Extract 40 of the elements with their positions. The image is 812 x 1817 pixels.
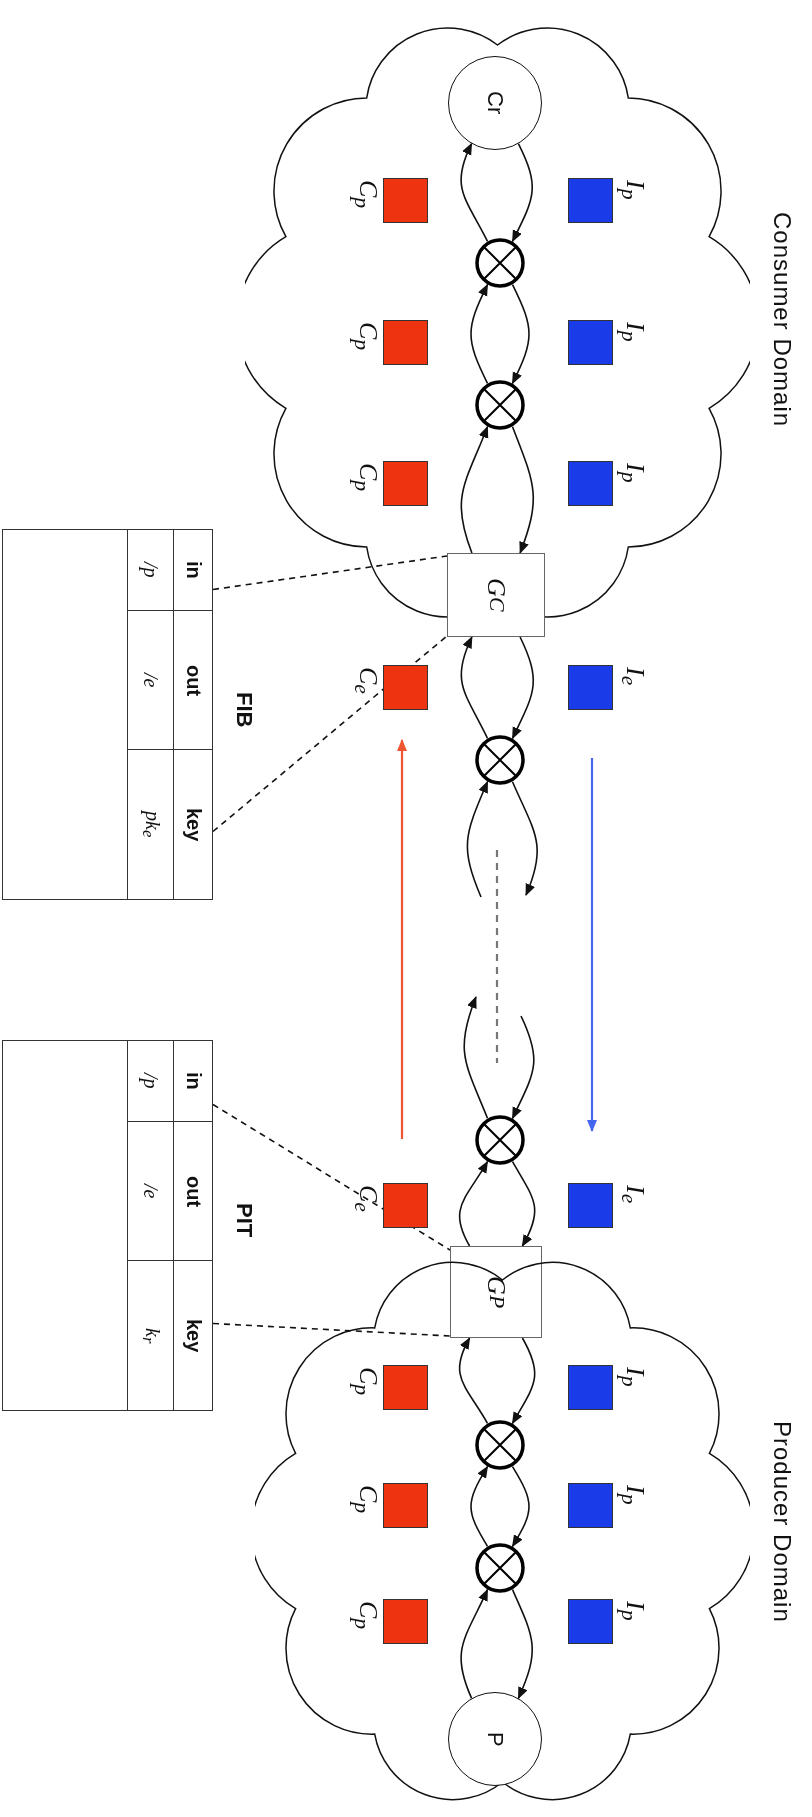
arrow bbox=[511, 1465, 530, 1548]
leader-line bbox=[212, 1103, 451, 1251]
leader-line bbox=[212, 635, 448, 833]
arrow bbox=[511, 283, 530, 385]
node-circle: Cr bbox=[448, 56, 542, 150]
arrow bbox=[511, 1015, 535, 1120]
node-circle: P bbox=[448, 1692, 542, 1786]
arrow bbox=[458, 1337, 489, 1425]
arrow bbox=[470, 1465, 489, 1548]
column-header: in bbox=[173, 529, 213, 611]
arrow bbox=[511, 1160, 536, 1247]
arrow bbox=[458, 1160, 489, 1247]
table-entry: /p bbox=[127, 1040, 174, 1122]
arrow bbox=[511, 780, 538, 896]
arrow bbox=[511, 1588, 533, 1700]
arrow bbox=[463, 996, 489, 1120]
column-header: key bbox=[173, 749, 213, 899]
arrow bbox=[460, 1588, 489, 1700]
column-header: key bbox=[173, 1260, 213, 1410]
arrow bbox=[470, 283, 489, 385]
column-header: in bbox=[173, 1040, 213, 1122]
arrow bbox=[460, 425, 489, 554]
leader-line bbox=[212, 555, 448, 591]
leader-line bbox=[212, 1322, 451, 1337]
arrow bbox=[460, 142, 489, 243]
domain-title: Producer Domain bbox=[768, 1421, 796, 1623]
table-entry: /p bbox=[127, 529, 174, 611]
table-entry: /e bbox=[127, 610, 174, 750]
arrow bbox=[511, 1337, 536, 1425]
domain-title: Consumer Domain bbox=[768, 212, 796, 428]
table-entry: /e bbox=[127, 1121, 174, 1261]
arrow bbox=[511, 142, 533, 243]
arrow bbox=[511, 636, 535, 740]
column-header: out bbox=[173, 1121, 213, 1261]
column-header: out bbox=[173, 610, 213, 750]
table-title: FIB bbox=[231, 692, 257, 728]
arrow bbox=[460, 636, 489, 740]
table-title: PIT bbox=[231, 1203, 257, 1238]
arrow bbox=[511, 425, 535, 554]
arrow bbox=[466, 780, 489, 898]
